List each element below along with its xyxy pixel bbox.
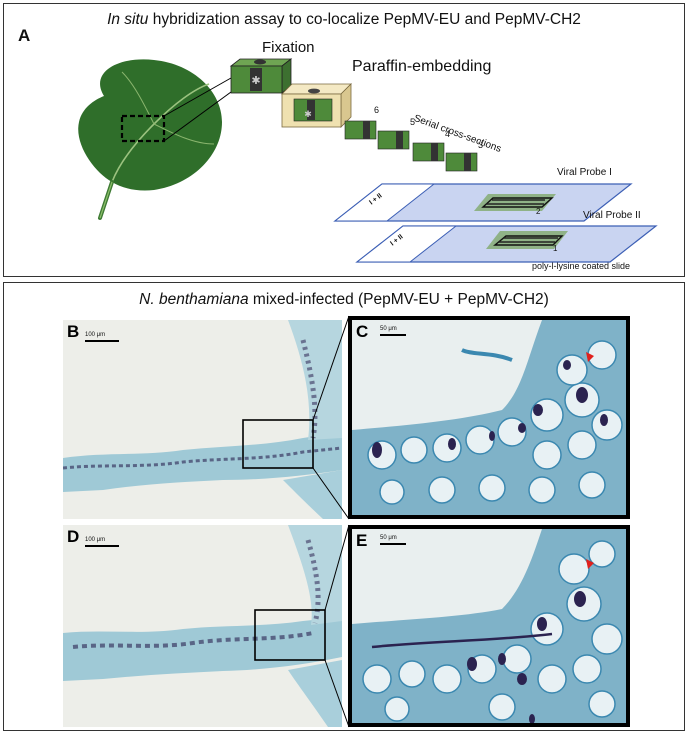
micrograph-c-drawing xyxy=(352,320,626,515)
micrograph-d-label: D xyxy=(67,527,80,546)
micrograph-c: C 50 μm xyxy=(348,316,630,519)
section-number-3: 3 xyxy=(478,140,484,150)
panel-a-schematic: In situ hybridization assay to co-locali… xyxy=(3,3,685,277)
title-italic: In situ xyxy=(107,11,149,28)
micrograph-c-scale: 50 μm xyxy=(380,326,406,336)
micrograph-b-label: B xyxy=(67,322,80,341)
slide-bottom xyxy=(355,225,658,263)
scale-label: 100 μm xyxy=(85,537,106,543)
slide-bottom-number: 1 xyxy=(553,244,558,253)
paraffin-block: ✱ xyxy=(281,83,352,128)
micrograph-b: B 100 μm xyxy=(63,320,342,519)
slide-top-number: 2 xyxy=(536,207,541,216)
svg-text:✱: ✱ xyxy=(304,109,312,119)
serial-sections xyxy=(344,120,478,172)
title-italic-species: N. benthamiana xyxy=(139,291,249,308)
probe-2-label: Viral Probe II xyxy=(583,210,641,221)
micrograph-c-label: C xyxy=(356,322,369,341)
title-rest-infection: mixed-infected (PepMV-EU + PepMV-CH2) xyxy=(248,291,549,308)
section-number-4: 4 xyxy=(445,129,451,139)
micrograph-b-scale: 100 μm xyxy=(85,332,119,342)
micrograph-e-drawing xyxy=(352,529,626,723)
leaf-illustration xyxy=(78,59,232,220)
section-number-5: 5 xyxy=(410,117,416,127)
title-rest: hybridization assay to co-localize PepMV… xyxy=(148,11,581,28)
micrograph-e-scale: 50 μm xyxy=(380,535,406,545)
slide-top xyxy=(333,183,633,222)
scale-label: 50 μm xyxy=(380,326,397,332)
schematic-drawing: ✱ ✱ xyxy=(78,58,658,263)
fixation-label: Fixation xyxy=(262,39,315,56)
panel-a-label: A xyxy=(18,26,31,45)
micrograph-d: D 100 μm xyxy=(63,525,342,727)
coated-slide-label: poly-l-lysine coated slide xyxy=(532,261,631,271)
embedding-label: Paraffin-embedding xyxy=(352,58,492,75)
micrograph-d-drawing xyxy=(63,525,342,727)
micrograph-d-scale: 100 μm xyxy=(85,537,119,547)
svg-text:✱: ✱ xyxy=(251,75,260,87)
probe-1-label: Viral Probe I xyxy=(557,167,612,178)
panel-a-title: In situ hybridization assay to co-locali… xyxy=(4,11,684,29)
micrograph-e: E 50 μm xyxy=(348,525,630,727)
micrograph-e-label: E xyxy=(356,531,368,550)
scale-label: 100 μm xyxy=(85,332,106,338)
micrograph-b-drawing xyxy=(63,320,342,519)
micrograph-title: N. benthamiana mixed-infected (PepMV-EU … xyxy=(4,291,684,309)
scale-label: 50 μm xyxy=(380,535,397,541)
section-number-6: 6 xyxy=(374,105,380,115)
